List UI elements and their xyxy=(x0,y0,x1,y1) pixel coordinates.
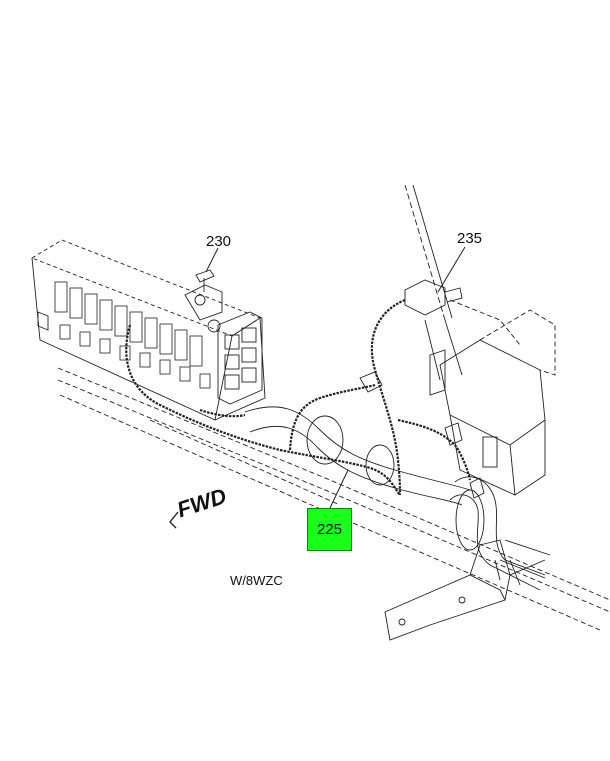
wire-harness-225 xyxy=(125,298,472,496)
connector-235 xyxy=(404,279,463,316)
relay-panel xyxy=(30,239,266,421)
mount-bracket xyxy=(384,539,546,641)
housing xyxy=(429,299,556,496)
harness-connector xyxy=(359,371,485,499)
callout-230: 230 xyxy=(206,233,232,250)
connector-230 xyxy=(195,269,215,292)
callout-225: 225 xyxy=(316,521,343,538)
steering-column xyxy=(404,184,463,381)
tubing xyxy=(244,406,551,591)
fwd-arrow-icon xyxy=(169,511,179,529)
callout-235: 235 xyxy=(457,230,483,247)
option-caption: W/8WZC xyxy=(230,573,283,588)
callout-225-highlight: 225 xyxy=(307,508,352,551)
leader-lines xyxy=(205,246,466,509)
